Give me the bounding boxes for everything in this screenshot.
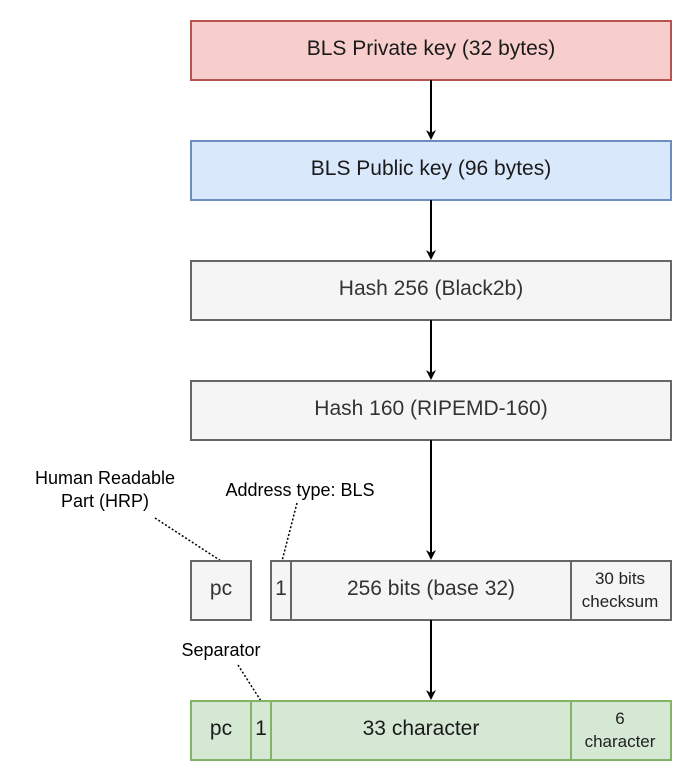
encoded-body-label: 33 character [363, 717, 480, 740]
raw-address-box: 1 256 bits (base 32) 30 bits checksum [270, 560, 672, 621]
hash160-label: Hash 160 (RIPEMD-160) [314, 397, 547, 420]
encoded-hrp-label: pc [210, 717, 232, 740]
public-key-label: BLS Public key (96 bytes) [311, 157, 551, 180]
separator-connector [237, 664, 262, 702]
address-type-note: Address type: BLS [225, 480, 374, 500]
encoded-separator-label: 1 [255, 717, 267, 740]
raw-checksum-line2: checksum [582, 592, 659, 611]
raw-checksum-line1: 30 bits [595, 569, 645, 588]
public-key-box: BLS Public key (96 bytes) [190, 140, 672, 201]
raw-bits-label: 256 bits (base 32) [347, 577, 515, 600]
encoded-checksum-line1: 6 [615, 709, 624, 728]
hash256-label: Hash 256 (Black2b) [339, 277, 523, 300]
private-key-label: BLS Private key (32 bytes) [307, 37, 556, 60]
address-type-connector [281, 502, 298, 562]
hash160-box: Hash 160 (RIPEMD-160) [190, 380, 672, 441]
encoded-address-box: pc 1 33 character 6 character [190, 700, 672, 761]
hrp-note-line2: Part (HRP) [61, 491, 149, 511]
hrp-note-connector [154, 517, 222, 562]
separator-note: Separator [181, 640, 260, 660]
private-key-box: BLS Private key (32 bytes) [190, 20, 672, 81]
encoded-checksum-line2: character [585, 732, 656, 751]
raw-hrp-box: pc [190, 560, 252, 621]
hash256-box: Hash 256 (Black2b) [190, 260, 672, 321]
hrp-note-line1: Human Readable [35, 468, 175, 488]
raw-type-label: 1 [275, 577, 287, 600]
raw-hrp-label: pc [210, 577, 232, 600]
